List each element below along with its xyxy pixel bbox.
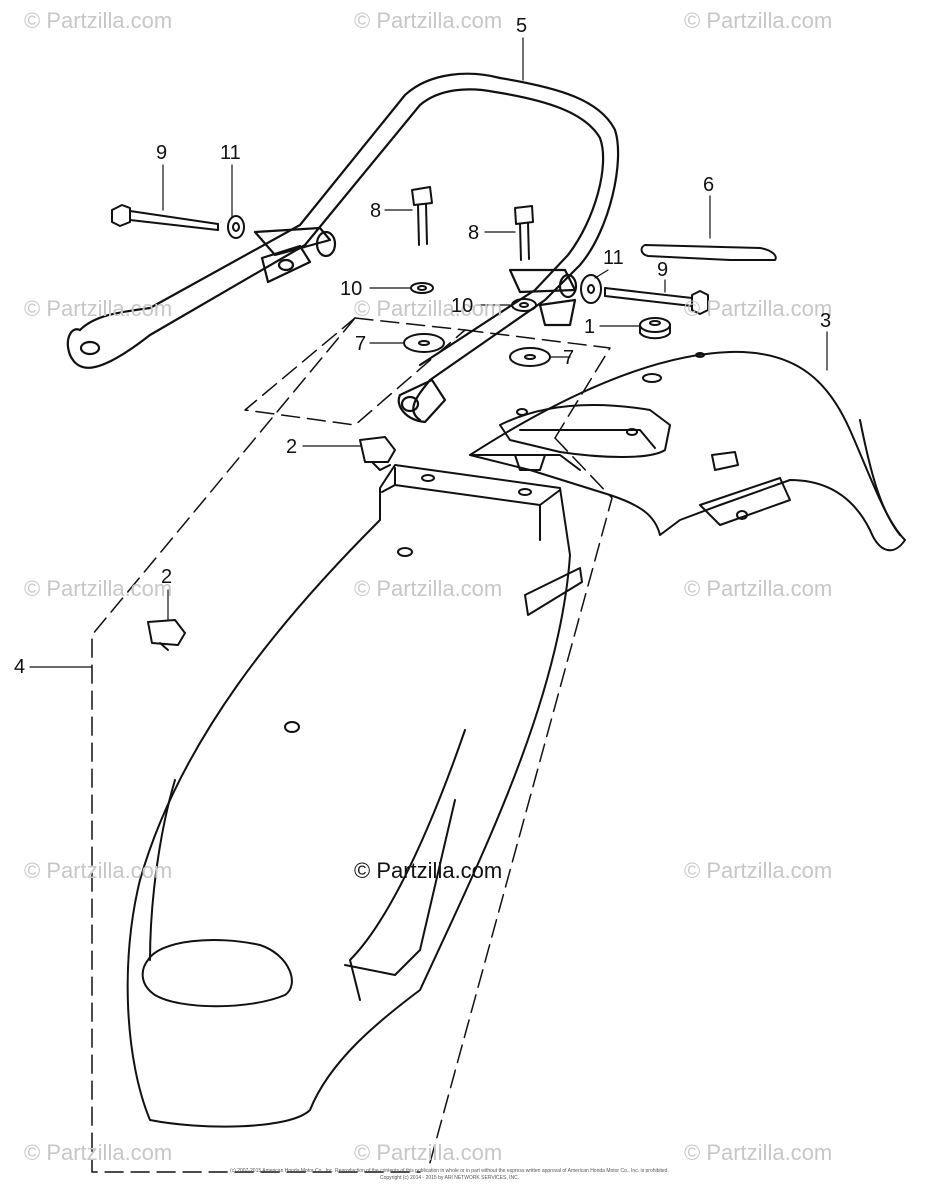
nut-lower (147, 619, 186, 651)
callout-9-right[interactable]: 9 (657, 259, 669, 281)
callout-8-right[interactable]: 8 (468, 222, 480, 244)
rear-fender (469, 350, 906, 552)
watermark: © Partzilla.com (354, 1140, 503, 1165)
watermark: © Partzilla.com (684, 576, 833, 601)
watermark: © Partzilla.com (24, 1140, 173, 1165)
grommet (639, 317, 671, 340)
watermark: © Partzilla.com (684, 858, 833, 883)
callout-10-right[interactable]: 10 (451, 295, 474, 317)
callout-9-left[interactable]: 9 (156, 142, 168, 164)
nut-upper (359, 436, 396, 471)
watermark-center: © Partzilla.com (354, 858, 503, 883)
grab-rail (66, 72, 620, 424)
bolt-8-right (514, 205, 534, 261)
copyright-line-2: Copyright (c) 2014 - 2015 by ARI NETWORK… (380, 1175, 520, 1181)
washer-11-right (580, 274, 602, 304)
washer-10-left (410, 282, 434, 294)
washer-10-right (511, 298, 537, 312)
callout-2-upper[interactable]: 2 (286, 436, 298, 458)
rear-fender-large (126, 464, 583, 1128)
callout-6[interactable]: 6 (703, 174, 715, 196)
watermark: © Partzilla.com (354, 296, 503, 321)
callout-10-left[interactable]: 10 (340, 278, 363, 300)
watermark: © Partzilla.com (684, 296, 833, 321)
callout-7-right[interactable]: 7 (563, 347, 575, 369)
watermark: © Partzilla.com (24, 8, 173, 33)
watermark: © Partzilla.com (684, 8, 833, 33)
callout-11-right[interactable]: 11 (603, 247, 624, 269)
bolt-right (604, 287, 709, 315)
callout-11-left[interactable]: 11 (220, 142, 241, 164)
watermark: © Partzilla.com (354, 8, 503, 33)
washer-11-left (227, 215, 245, 239)
copyright-line-1: (c) 2007-2015 American Honda Motor Co., … (230, 1168, 669, 1174)
pad (640, 244, 777, 261)
callout-2-lower[interactable]: 2 (161, 566, 173, 588)
leader-lines (29, 37, 828, 668)
watermark: © Partzilla.com (24, 296, 173, 321)
cushion-7-left (403, 333, 445, 353)
rear-fender-assembly-outline (91, 317, 613, 1173)
callout-4[interactable]: 4 (14, 656, 26, 678)
callout-8-left[interactable]: 8 (370, 200, 382, 222)
callout-3[interactable]: 3 (820, 310, 832, 332)
callout-5[interactable]: 5 (516, 15, 528, 37)
watermark: © Partzilla.com (24, 576, 173, 601)
callout-7-left[interactable]: 7 (355, 333, 367, 355)
callout-1[interactable]: 1 (584, 316, 596, 338)
watermark: © Partzilla.com (24, 858, 173, 883)
cushion-7-right (509, 347, 551, 367)
bolt-8-left (411, 186, 433, 246)
watermark: © Partzilla.com (354, 576, 503, 601)
watermark: © Partzilla.com (684, 1140, 833, 1165)
bolt-left (111, 204, 219, 231)
